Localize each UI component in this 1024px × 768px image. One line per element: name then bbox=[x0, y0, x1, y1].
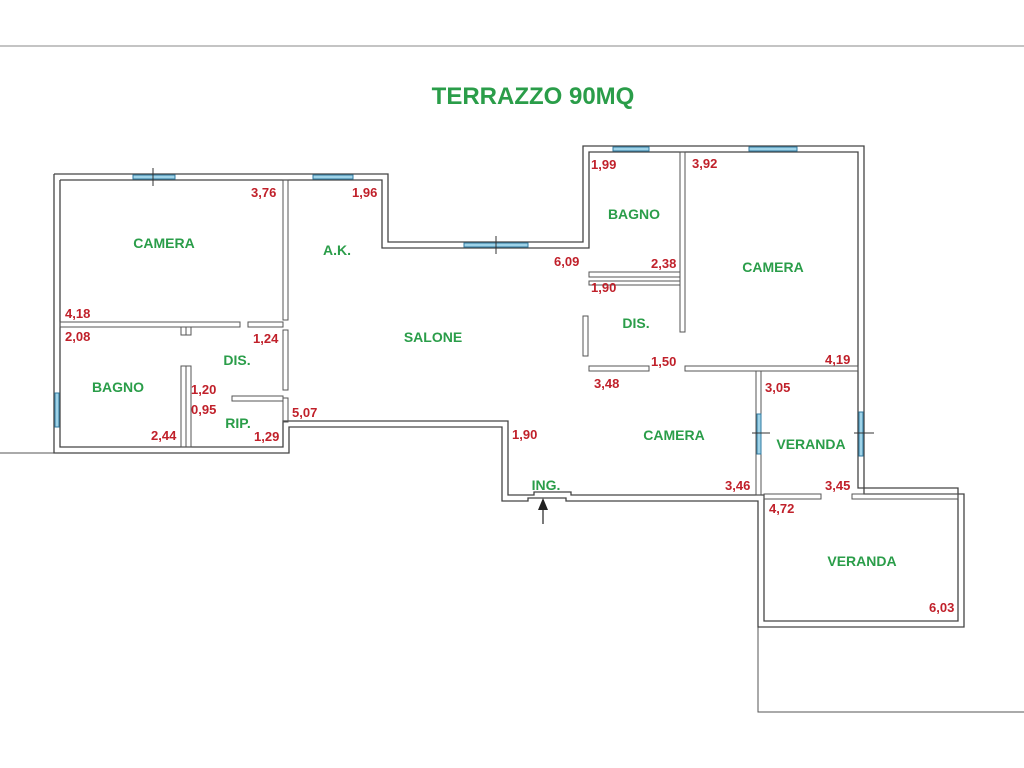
dim-124: 1,24 bbox=[253, 331, 279, 346]
wall-camera-salone-lower bbox=[282, 329, 289, 391]
wall-bagno-dis bbox=[180, 326, 187, 336]
label-salone: SALONE bbox=[404, 329, 462, 345]
label-dis-right: DIS. bbox=[622, 315, 649, 331]
label-camera-right-bottom: CAMERA bbox=[643, 427, 704, 443]
dim-376: 3,76 bbox=[251, 185, 276, 200]
windows bbox=[54, 146, 874, 457]
dim-507: 5,07 bbox=[292, 405, 317, 420]
wall-dis-camera-left bbox=[588, 365, 650, 372]
label-dis-left: DIS. bbox=[223, 352, 250, 368]
wall-veranda-large-top-right bbox=[851, 493, 959, 500]
wall-dis-rip bbox=[185, 326, 192, 336]
dim-244: 2,44 bbox=[151, 428, 177, 443]
wall-bagno-dis-right bbox=[588, 271, 681, 278]
wall-dis-corridor bbox=[588, 280, 681, 286]
window-veranda-right bbox=[858, 411, 864, 457]
dim-199: 1,99 bbox=[591, 157, 616, 172]
label-veranda-small: VERANDA bbox=[776, 436, 845, 452]
label-ak: A.K. bbox=[323, 242, 351, 258]
window-bagno-left bbox=[54, 392, 60, 428]
dim-095: 0,95 bbox=[191, 402, 216, 417]
wall-camera-salone bbox=[282, 179, 289, 321]
dim-346: 3,46 bbox=[725, 478, 750, 493]
wall-rip-top bbox=[231, 395, 284, 402]
dimension-labels: 3,76 1,96 4,18 2,08 1,24 1,20 0,95 2,44 … bbox=[65, 156, 954, 615]
outer-wall-outer-line bbox=[53, 145, 965, 628]
dim-190-dis: 1,90 bbox=[591, 280, 616, 295]
label-bagno-left: BAGNO bbox=[92, 379, 144, 395]
wall-veranda-large-top bbox=[763, 493, 822, 500]
dim-472: 4,72 bbox=[769, 501, 794, 516]
label-camera-left: CAMERA bbox=[133, 235, 194, 251]
room-labels: CAMERA A.K. SALONE BAGNO DIS. RIP. BAGNO… bbox=[92, 206, 897, 569]
dim-609: 6,09 bbox=[554, 254, 579, 269]
dim-196: 1,96 bbox=[352, 185, 377, 200]
window-bagno-right bbox=[612, 146, 650, 152]
dim-120: 1,20 bbox=[191, 382, 216, 397]
dim-150: 1,50 bbox=[651, 354, 676, 369]
dim-305: 3,05 bbox=[765, 380, 790, 395]
window-camera-right bbox=[748, 146, 798, 152]
dim-419: 4,19 bbox=[825, 352, 850, 367]
dim-238: 2,38 bbox=[651, 256, 676, 271]
dim-392: 3,92 bbox=[692, 156, 717, 171]
label-veranda-large: VERANDA bbox=[827, 553, 896, 569]
label-bagno-right: BAGNO bbox=[608, 206, 660, 222]
dim-418: 4,18 bbox=[65, 306, 90, 321]
wall-camera-dis bbox=[247, 321, 284, 328]
dim-345: 3,45 bbox=[825, 478, 850, 493]
label-camera-right-top: CAMERA bbox=[742, 259, 803, 275]
label-ing: ING. bbox=[532, 477, 561, 493]
wall-bagno-camera-right bbox=[679, 151, 686, 333]
right-ground-line bbox=[757, 627, 1024, 713]
wall-camera-salone-bottom bbox=[282, 397, 289, 423]
wall-dis-camera bbox=[684, 365, 859, 372]
interior-walls bbox=[59, 151, 959, 500]
dim-190-ing: 1,90 bbox=[512, 427, 537, 442]
label-rip: RIP. bbox=[225, 415, 250, 431]
wall-bagno-dis-lower bbox=[180, 365, 187, 448]
entrance-arrow bbox=[538, 498, 548, 524]
window-veranda-left bbox=[756, 413, 762, 455]
dim-129: 1,29 bbox=[254, 429, 279, 444]
wall-dis-rip-right bbox=[185, 365, 192, 448]
window-ak bbox=[312, 174, 354, 180]
dim-208: 2,08 bbox=[65, 329, 90, 344]
wall-camera-bagno bbox=[59, 321, 241, 328]
wall-dis-left bbox=[582, 315, 589, 357]
window-camera-left bbox=[132, 174, 176, 180]
dim-348: 3,48 bbox=[594, 376, 619, 391]
dim-603: 6,03 bbox=[929, 600, 954, 615]
plan-title: TERRAZZO 90MQ bbox=[432, 83, 635, 110]
